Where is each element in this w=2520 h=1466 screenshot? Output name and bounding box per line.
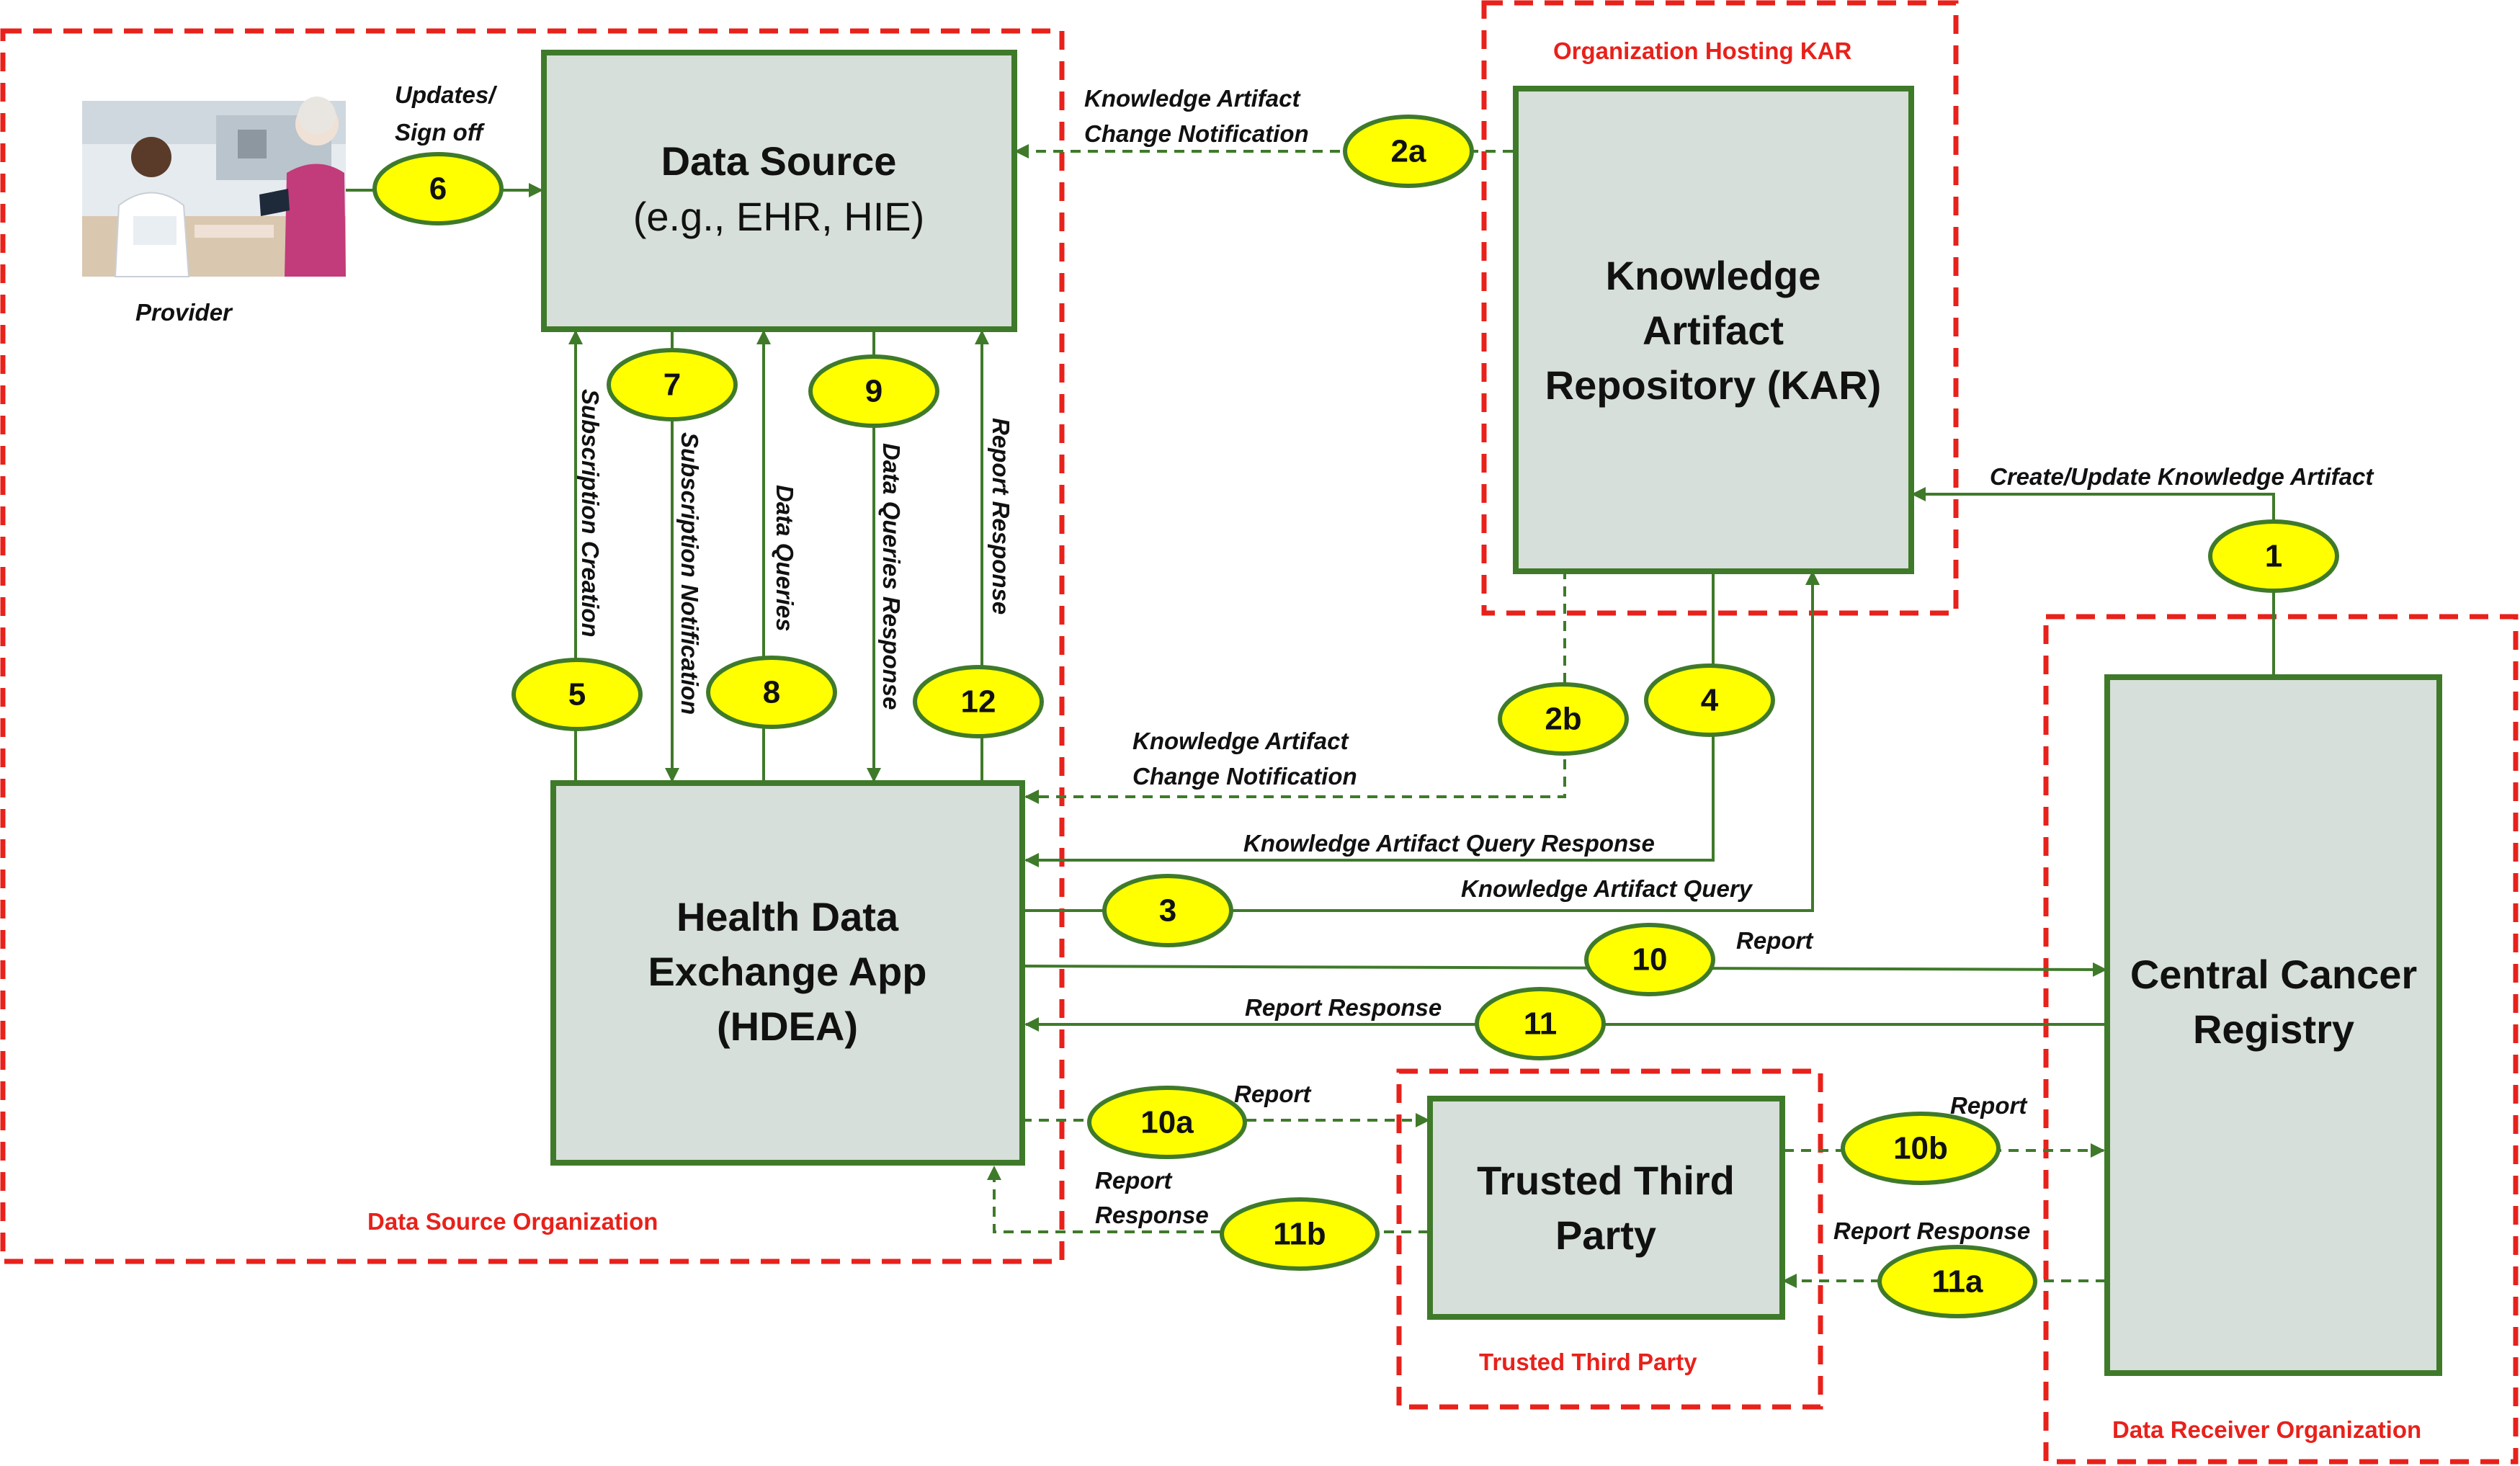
report-response-vertical-label: Report Response (988, 418, 1014, 614)
ka-query-label: Knowledge Artifact Query (1461, 875, 1753, 902)
step-badge-10b: 10b (1841, 1112, 2001, 1185)
svg-text:10: 10 (1632, 942, 1668, 978)
svg-text:7: 7 (663, 367, 681, 403)
hdea-title-line3: (HDEA) (717, 1004, 858, 1049)
step-badge-8: 8 (706, 656, 837, 729)
step-badge-9: 9 (808, 354, 939, 428)
step-badge-11a: 11a (1877, 1245, 2037, 1318)
data-source-title: Data Source (661, 138, 897, 184)
svg-text:5: 5 (568, 677, 586, 712)
svg-text:10b: 10b (1893, 1131, 1948, 1166)
kar-title-line1: Knowledge (1606, 253, 1821, 298)
provider-label: Provider (135, 299, 233, 326)
step-badge-2a: 2a (1343, 115, 1474, 188)
report-response-11b-line1: Report (1095, 1167, 1173, 1194)
provider-photo-icon (82, 97, 346, 277)
hdea-box: Health Data Exchange App (HDEA) (550, 780, 1025, 1166)
updates-label-line2: Sign off (395, 119, 485, 146)
svg-text:6: 6 (429, 171, 447, 207)
receiver-org-border (2043, 614, 2519, 1465)
data-source-org-label: Data Source Organization (367, 1208, 658, 1235)
create-update-ka-label: Create/Update Knowledge Artifact (1990, 463, 2374, 490)
ka-query-response-label: Knowledge Artifact Query Response (1243, 830, 1655, 857)
kar-org-label: Organization Hosting KAR (1553, 37, 1851, 64)
receiver-org-label: Data Receiver Organization (2112, 1416, 2421, 1443)
svg-text:10a: 10a (1140, 1105, 1194, 1140)
hdea-title-line1: Health Data (676, 894, 899, 939)
arrow-ka-query (1022, 571, 1820, 912)
third-party-title-line1: Trusted Third (1477, 1158, 1735, 1203)
step-badge-3: 3 (1102, 874, 1233, 947)
ka-change-mid-line1: Knowledge Artifact (1132, 728, 1349, 754)
arrow-ka-change-notification-mid (1024, 569, 1566, 804)
svg-text:3: 3 (1159, 893, 1176, 929)
svg-text:2a: 2a (1391, 134, 1426, 169)
report-response-11-label: Report Response (1245, 994, 1442, 1021)
step-badge-11: 11 (1475, 987, 1606, 1060)
third-party-org-label: Trusted Third Party (1479, 1349, 1697, 1375)
third-party-org-border (1396, 1068, 1823, 1410)
registry-box: Central Cancer Registry (2104, 674, 2442, 1376)
svg-text:2b: 2b (1545, 702, 1581, 737)
step-badge-2b: 2b (1498, 682, 1629, 756)
report-response-11a-label: Report Response (1833, 1217, 2030, 1244)
svg-text:4: 4 (1701, 683, 1719, 718)
arrow-report-10 (1021, 962, 2107, 977)
data-queries-response-label: Data Queries Response (878, 443, 905, 710)
step-badge-1: 1 (2208, 519, 2339, 593)
ka-change-top-line1: Knowledge Artifact (1084, 85, 1301, 112)
data-source-subtitle: (e.g., EHR, HIE) (633, 194, 925, 239)
step-badge-7: 7 (607, 348, 738, 421)
arrow-create-update-ka (1911, 487, 2275, 677)
svg-text:11: 11 (1524, 1006, 1558, 1042)
hdea-title-line2: Exchange App (648, 949, 927, 994)
third-party-box: Trusted Third Party (1427, 1096, 1785, 1320)
svg-text:1: 1 (2265, 539, 2282, 574)
kar-title-line2: Artifact (1643, 308, 1784, 353)
report-10-label: Report (1736, 927, 1814, 954)
step-badge-10a: 10a (1087, 1086, 1247, 1159)
updates-label-line1: Updates/ (395, 81, 498, 108)
svg-text:11b: 11b (1273, 1217, 1326, 1252)
svg-text:12: 12 (961, 684, 996, 720)
data-source-box: Data Source (e.g., EHR, HIE) (541, 50, 1017, 332)
svg-text:11a: 11a (1932, 1264, 1984, 1300)
kar-title-line3: Repository (KAR) (1545, 362, 1882, 408)
data-source-org-border (0, 28, 1065, 1264)
step-badge-5: 5 (511, 658, 643, 731)
third-party-title-line2: Party (1555, 1212, 1656, 1258)
registry-title-line2: Registry (2193, 1006, 2354, 1052)
report-10a-label: Report (1234, 1081, 1312, 1107)
data-queries-label: Data Queries (772, 485, 798, 632)
step-badge-4: 4 (1644, 663, 1775, 737)
step-badge-10: 10 (1584, 923, 1715, 996)
kar-box: Knowledge Artifact Repository (KAR) (1513, 86, 1914, 574)
kar-org-border (1481, 0, 1959, 616)
step-badge-6: 6 (372, 152, 504, 225)
svg-text:9: 9 (865, 374, 883, 409)
ka-change-top-line2: Change Notification (1084, 120, 1309, 147)
step-badge-11b: 11b (1220, 1197, 1380, 1271)
step-badge-12: 12 (913, 665, 1044, 738)
report-10b-label: Report (1950, 1092, 2028, 1119)
svg-text:8: 8 (763, 675, 780, 710)
subscription-notification-label: Subscription Notification (676, 432, 703, 715)
registry-title-line1: Central Cancer (2130, 952, 2417, 997)
report-response-11b-line2: Response (1095, 1202, 1209, 1228)
subscription-creation-label: Subscription Creation (577, 389, 604, 638)
ka-change-mid-line2: Change Notification (1132, 763, 1357, 790)
